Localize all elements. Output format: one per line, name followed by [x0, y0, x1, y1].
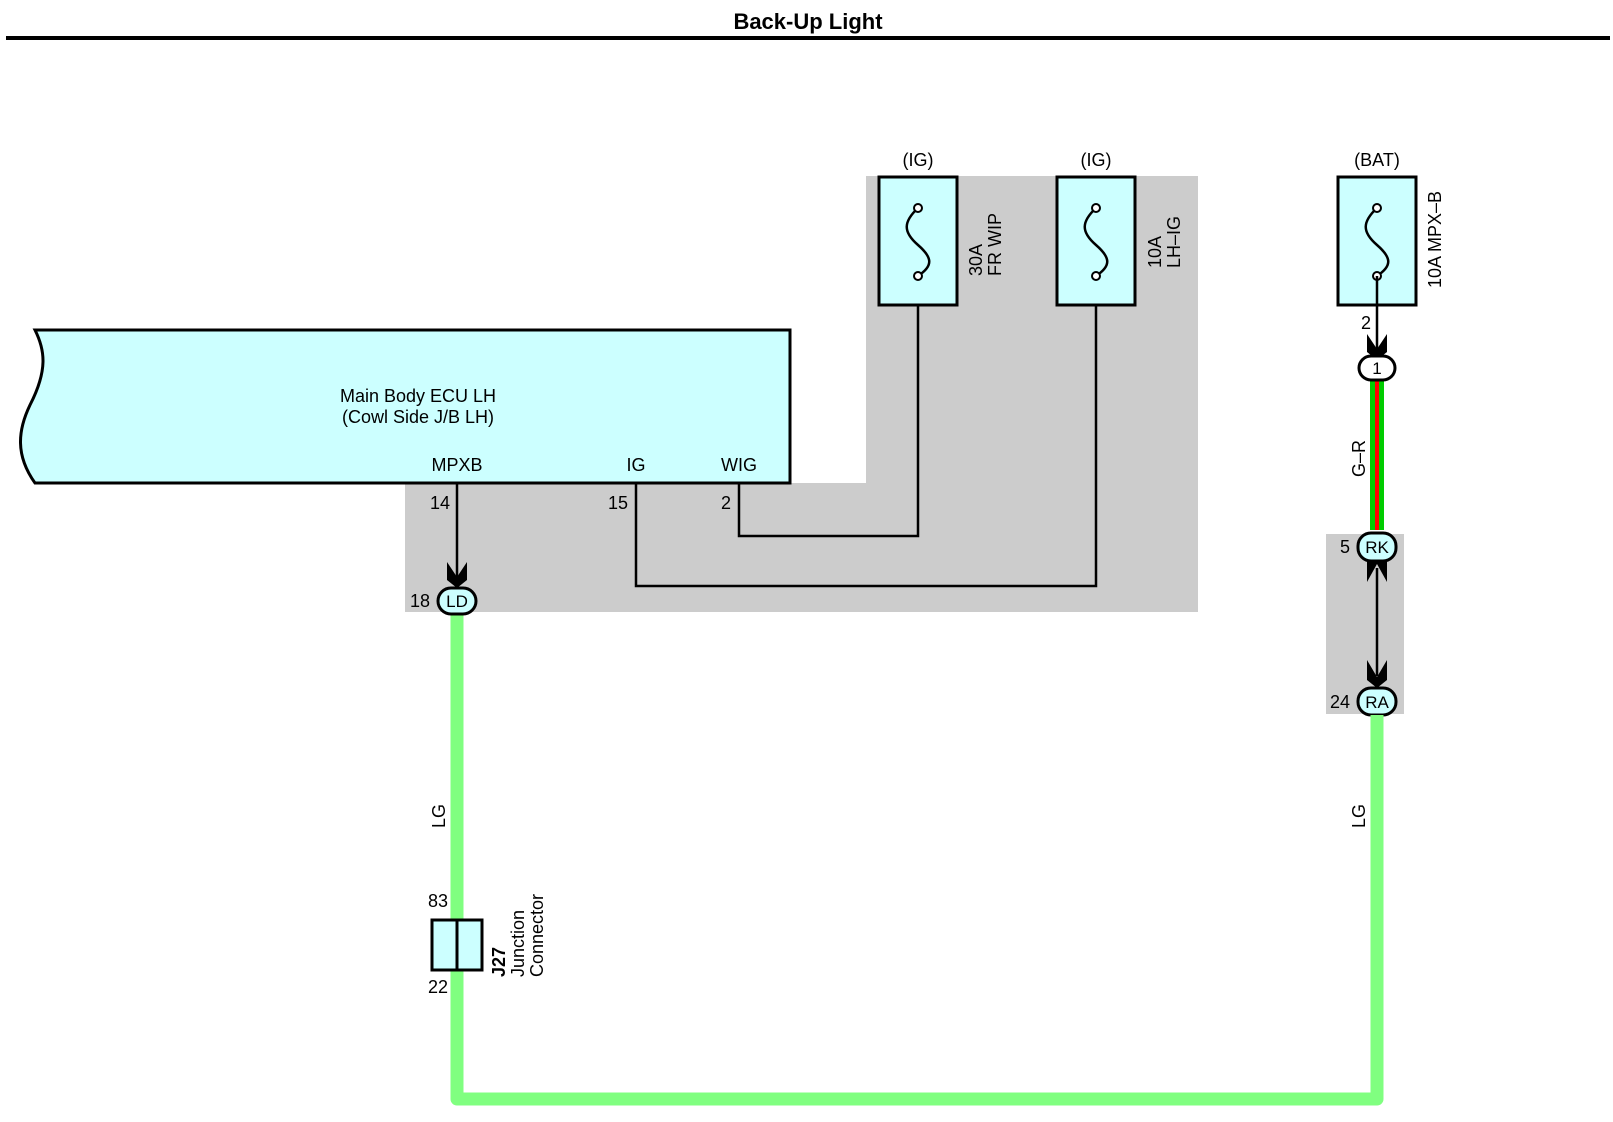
fuse-lh-ig-rating: 10A	[1145, 236, 1165, 268]
cowl-junction-block-area	[405, 176, 1198, 612]
junction-pin-bottom: 22	[428, 977, 448, 997]
fuse-lh-ig-box	[1055, 175, 1137, 307]
connector-1	[1357, 354, 1397, 382]
connector-rk-code: RK	[1365, 538, 1389, 557]
wire-g-r-label: G–R	[1349, 440, 1369, 477]
junction-pin-top: 83	[428, 891, 448, 911]
connector-1-code: 1	[1372, 359, 1381, 378]
wire-lg	[450, 614, 1384, 1106]
connector-1-arrow-icon	[1367, 334, 1387, 360]
wire-wig-to-fr-wip	[737, 276, 920, 538]
junction-name-line1: Junction	[508, 910, 528, 977]
connector-ld-code: LD	[446, 592, 468, 611]
fuse-fr-wip-source: (IG)	[903, 150, 934, 170]
fuse-fr-wip-rating: 30A	[966, 244, 986, 276]
fuse-fr-wip-box	[877, 175, 959, 307]
wire-lg-left-label: LG	[429, 804, 449, 828]
fuse-lh-ig-name: LH–IG	[1164, 216, 1184, 268]
junction-code: J27	[489, 947, 509, 977]
terminal-wig-pin: 2	[721, 493, 731, 513]
wire-g-r-tracer	[1375, 380, 1379, 530]
fuse-mpx-b-pin: 2	[1361, 313, 1371, 333]
fuse-fr-wip-name: FR WIP	[985, 213, 1005, 276]
fuse-mpx-b-icon	[1364, 207, 1390, 278]
terminal-wig-label: WIG	[721, 455, 757, 475]
fuse-fr-wip-terminal-top	[913, 203, 923, 213]
fuse-lh-ig-terminal-top	[1091, 203, 1101, 213]
connector-rk	[1356, 531, 1398, 563]
ecu-name-line2: (Cowl Side J/B LH)	[342, 407, 494, 427]
fuse-fr-wip-icon	[905, 207, 931, 278]
fuse-mpx-b-source: (BAT)	[1354, 150, 1400, 170]
ecu-name-line1: Main Body ECU LH	[340, 386, 496, 406]
fuse-lh-ig-terminal-bottom	[1091, 271, 1101, 281]
wire-ig-to-lh-ig	[634, 276, 1098, 588]
fuse-mpx-b-label: 10A MPX–B	[1425, 191, 1445, 288]
fuse-fr-wip-terminal-bottom	[913, 271, 923, 281]
connector-rk-pin: 5	[1340, 537, 1350, 557]
fuse-lh-ig-icon	[1083, 207, 1109, 278]
main-body-ecu-box	[19, 328, 792, 485]
terminal-ig-pin: 15	[608, 493, 628, 513]
terminal-ig-label: IG	[626, 455, 645, 475]
diagram-title: Back-Up Light	[733, 9, 883, 34]
connector-ld-pin: 18	[410, 591, 430, 611]
title-rule	[6, 36, 1610, 40]
connector-ra-pin: 24	[1330, 692, 1350, 712]
ra-arrow-icon	[1367, 660, 1387, 688]
terminal-mpxb-label: MPXB	[431, 455, 482, 475]
junction-name-line2: Connector	[527, 894, 547, 977]
fuse-mpx-b-terminal-top	[1372, 203, 1382, 213]
fuse-lh-ig-source: (IG)	[1081, 150, 1112, 170]
connector-ra-code: RA	[1365, 693, 1389, 712]
ld-arrow-icon	[447, 562, 467, 588]
terminal-mpxb-pin: 14	[430, 493, 450, 513]
junction-block-rk-ra-area	[1326, 534, 1404, 714]
wire-lg-right-label: LG	[1349, 804, 1369, 828]
connector-ld	[436, 586, 478, 616]
